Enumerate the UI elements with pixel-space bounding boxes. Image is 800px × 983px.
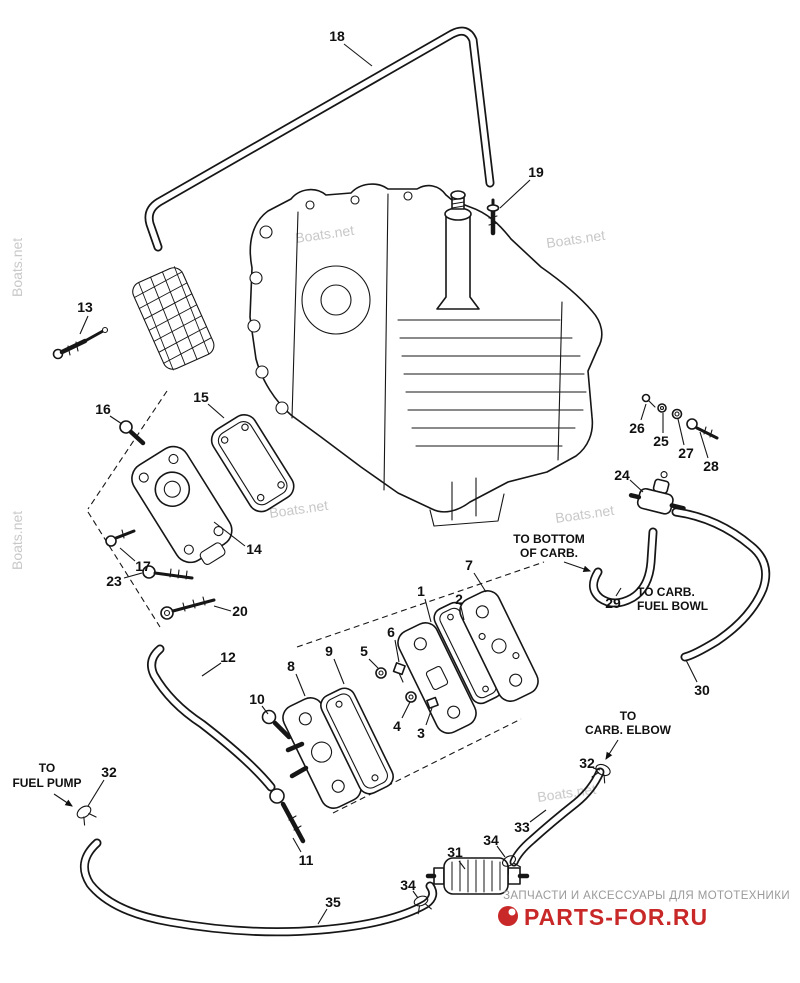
callout-3: 3 bbox=[417, 725, 425, 741]
fuel-hose-12 bbox=[147, 644, 276, 792]
callout-32-right: 32 bbox=[579, 755, 595, 771]
callout-35: 35 bbox=[325, 894, 341, 910]
fitting-20 bbox=[160, 596, 216, 620]
clamp-34-bottom bbox=[413, 895, 432, 915]
screw-26 bbox=[641, 393, 656, 408]
annotations: TO BOTTOM OF CARB. TO CARB. FUEL BOWL TO… bbox=[12, 532, 708, 807]
retainer-3 bbox=[426, 696, 439, 709]
nut-5 bbox=[375, 667, 387, 679]
fuel-filter-31 bbox=[425, 857, 530, 895]
callout-9: 9 bbox=[325, 643, 333, 659]
callout-34-bottom: 34 bbox=[400, 877, 416, 893]
callout-29: 29 bbox=[605, 595, 621, 611]
callout-11: 11 bbox=[299, 852, 314, 868]
callout-15: 15 bbox=[193, 389, 209, 405]
label-to-bottom-of-carb-line2: OF CARB. bbox=[520, 546, 578, 560]
check-valve-24 bbox=[628, 471, 686, 515]
callout-20: 20 bbox=[232, 603, 248, 619]
callout-32-left: 32 bbox=[101, 764, 117, 780]
watermark: Boats.net bbox=[554, 502, 615, 526]
watermark: Boats.net bbox=[536, 781, 597, 805]
bolt-23 bbox=[142, 565, 194, 580]
fitting-17 bbox=[105, 529, 136, 547]
callout-25: 25 bbox=[653, 433, 669, 449]
bolt-11 bbox=[269, 788, 306, 844]
crankshaft-stub bbox=[436, 190, 480, 310]
bolt-16 bbox=[119, 420, 146, 446]
label-to-carb-elbow-line1: TO bbox=[620, 709, 636, 723]
callout-13: 13 bbox=[77, 299, 93, 315]
callout-34-top: 34 bbox=[483, 832, 499, 848]
callout-28: 28 bbox=[703, 458, 719, 474]
fuel-hose-18 bbox=[144, 26, 495, 252]
label-to-carb-elbow-line2: CARB. ELBOW bbox=[585, 723, 672, 737]
callout-23: 23 bbox=[106, 573, 122, 589]
valve-6 bbox=[392, 662, 406, 683]
callout-14: 14 bbox=[246, 541, 262, 557]
plate-7 bbox=[459, 590, 539, 702]
callout-17: 17 bbox=[135, 558, 151, 574]
clamp-34-top bbox=[501, 855, 522, 875]
label-to-bottom-of-carb-line1: TO BOTTOM bbox=[513, 532, 585, 546]
callout-18: 18 bbox=[329, 28, 345, 44]
callout-10: 10 bbox=[249, 691, 265, 707]
callout-12: 12 bbox=[220, 649, 236, 665]
callout-1: 1 bbox=[417, 583, 425, 599]
branding-tagline: ЗАПЧАСТИ И АКСЕССУАРЫ ДЛЯ МОТОТЕХНИКИ bbox=[503, 890, 790, 902]
plate-1 bbox=[397, 622, 477, 734]
label-to-carb-fuel-bowl-line1: TO CARB. bbox=[637, 585, 695, 599]
label-to-fuel-pump-line1: TO bbox=[39, 761, 55, 775]
callout-27: 27 bbox=[678, 445, 694, 461]
gasket-9 bbox=[320, 687, 394, 795]
label-to-fuel-pump-line2: FUEL PUMP bbox=[12, 776, 81, 790]
bolt-10 bbox=[261, 709, 292, 740]
gasket-15 bbox=[210, 414, 295, 513]
watermark: Boats.net bbox=[545, 227, 606, 251]
watermark: Boats.net bbox=[9, 238, 25, 297]
fuel-pump-body-14 bbox=[131, 445, 233, 565]
fuel-hose-33 bbox=[509, 767, 605, 867]
branding: ЗАПЧАСТИ И АКСЕССУАРЫ ДЛЯ МОТОТЕХНИКИ PA… bbox=[498, 890, 790, 930]
callout-2: 2 bbox=[455, 591, 463, 607]
label-to-carb-fuel-bowl-line2: FUEL BOWL bbox=[637, 599, 708, 613]
leader-lines bbox=[79, 43, 709, 925]
carb-hose-30 bbox=[671, 507, 771, 662]
callout-8: 8 bbox=[287, 658, 295, 674]
bolt-28 bbox=[686, 418, 719, 440]
callout-19: 19 bbox=[528, 164, 544, 180]
fitting-13 bbox=[52, 326, 109, 360]
brand-logo-icon bbox=[498, 906, 518, 926]
callout-5: 5 bbox=[360, 643, 368, 659]
callout-labels: 18 19 13 16 15 14 17 23 20 26 25 27 28 2… bbox=[77, 28, 719, 910]
fitting-19 bbox=[486, 198, 500, 236]
carb-hose-29 bbox=[589, 527, 658, 608]
callout-4: 4 bbox=[393, 718, 401, 734]
callout-6: 6 bbox=[387, 624, 395, 640]
branding-logo: PARTS-FOR.RU bbox=[524, 904, 708, 930]
callout-24: 24 bbox=[614, 467, 630, 483]
disc-4 bbox=[405, 691, 417, 703]
strainer-screen bbox=[132, 266, 215, 371]
callout-16: 16 bbox=[95, 401, 111, 417]
callout-30: 30 bbox=[694, 682, 710, 698]
washer-27 bbox=[671, 408, 683, 420]
callout-31: 31 bbox=[447, 844, 463, 860]
alignment-dashes bbox=[87, 390, 545, 814]
callout-33: 33 bbox=[514, 819, 530, 835]
engine-block bbox=[247, 183, 603, 527]
washer-25 bbox=[657, 403, 667, 413]
fuel-hose-35 bbox=[79, 838, 438, 937]
callout-7: 7 bbox=[465, 557, 473, 573]
callout-26: 26 bbox=[629, 420, 645, 436]
clamp-32-left bbox=[76, 805, 97, 826]
watermark: Boats.net bbox=[9, 511, 25, 570]
clamp-32-right bbox=[591, 763, 611, 784]
